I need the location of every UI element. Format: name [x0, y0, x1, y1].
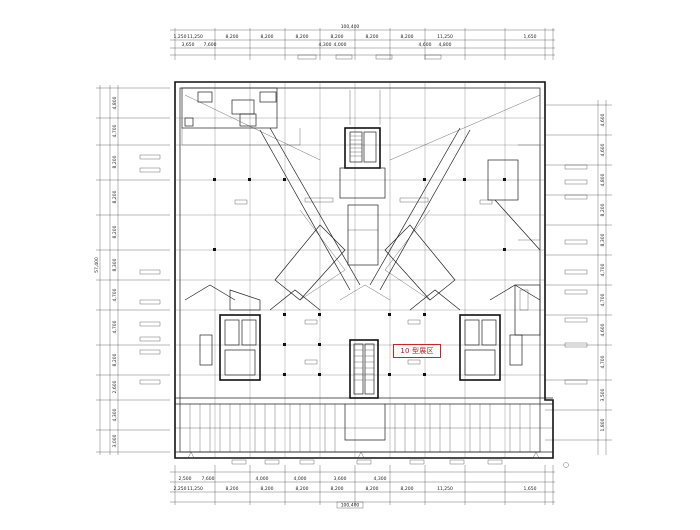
left-stair-block	[199, 289, 261, 381]
left-col-label: 8,200	[112, 225, 118, 238]
grid-markers	[187, 451, 569, 468]
left-col-label: 4,300	[112, 408, 118, 421]
left-col-label: 4,800	[112, 96, 118, 109]
bottom-dimension-row-1: 2,500 7,600 4,000 4,000 3,600 4,300	[179, 476, 387, 482]
left-col-label: 4,700	[112, 320, 118, 333]
right-col-label: 4,700	[600, 355, 606, 368]
bottom-row2-label: 8,200	[331, 486, 344, 492]
bottom-overall-dimension: 100,400	[341, 503, 360, 509]
right-col-label: 1,800	[600, 418, 606, 431]
right-col-label: 4,600	[600, 113, 606, 126]
central-core-top	[339, 127, 386, 266]
top-row1-label: 1,250	[174, 34, 187, 40]
right-col-label: 4,600	[600, 323, 606, 336]
left-col-label: 8,300	[112, 258, 118, 271]
left-col-label: 8,200	[112, 155, 118, 168]
bottom-row2-label: 8,200	[226, 486, 239, 492]
right-dimension-lines	[545, 100, 612, 455]
bottom-dimension-lines	[170, 465, 555, 505]
bottom-row2-label: 11,250	[187, 486, 203, 492]
top-row2-label: 3,650	[182, 42, 195, 48]
bottom-row1-label: 7,600	[202, 476, 215, 482]
structural-grid	[175, 82, 545, 458]
left-col-label: 4,700	[112, 124, 118, 137]
top-row1-label: 8,200	[331, 34, 344, 40]
top-row2-label: 7,600	[204, 42, 217, 48]
columns	[213, 178, 506, 376]
bottom-row1-label: 3,600	[334, 476, 347, 482]
top-row1-label: 8,200	[366, 34, 379, 40]
top-row2-label: 4,600	[419, 42, 432, 48]
left-col-label: 4,700	[112, 288, 118, 301]
top-row1-label: 11,250	[187, 34, 203, 40]
room-tags	[139, 54, 588, 465]
right-side-rooms	[487, 144, 541, 336]
bottom-shop-strip	[175, 404, 553, 452]
top-left-service-rooms	[181, 87, 301, 146]
left-dimension-lines	[96, 85, 170, 455]
top-row1-label: 1,650	[524, 34, 537, 40]
bottom-row2-label: 8,200	[261, 486, 274, 492]
top-row1-label: 8,200	[261, 34, 274, 40]
top-dimension-lines	[170, 28, 555, 60]
bottom-row2-label: 8,200	[401, 486, 414, 492]
right-col-label: 4,600	[600, 143, 606, 156]
top-row1-label: 8,200	[296, 34, 309, 40]
bottom-row2-label: 2,250	[174, 486, 187, 492]
right-col-label: 4,700	[600, 293, 606, 306]
right-col-label: 8,300	[600, 233, 606, 246]
top-row2-label: 4,300	[319, 42, 332, 48]
right-col-label: 8,200	[600, 203, 606, 216]
left-overall-dimension: 57,400	[94, 257, 100, 273]
highlighted-exhibition-area-label: 10 型展区	[393, 344, 441, 358]
right-stair-block	[459, 314, 523, 381]
bottom-row1-label: 2,500	[179, 476, 192, 482]
top-row1-label: 8,200	[401, 34, 414, 40]
bottom-row1-label: 4,300	[374, 476, 387, 482]
right-col-label: 4,700	[600, 263, 606, 276]
top-row1-label: 11,250	[437, 34, 453, 40]
bottom-row2-label: 8,200	[296, 486, 309, 492]
right-col-label: 3,500	[600, 388, 606, 401]
bottom-row1-label: 4,000	[294, 476, 307, 482]
top-overall-dimension: 100,400	[341, 24, 360, 30]
top-row2-label: 4,800	[439, 42, 452, 48]
central-escalators	[349, 339, 379, 399]
arcade-gables	[184, 284, 541, 311]
right-col-label: 4,800	[600, 173, 606, 186]
bottom-row2-label: 8,200	[366, 486, 379, 492]
top-row2-label: 4,000	[334, 42, 347, 48]
bottom-row1-label: 4,000	[256, 476, 269, 482]
diagonal-corridors	[184, 90, 541, 301]
left-dimension-column: 4,800 4,700 8,200 8,200 8,200 8,300 4,700 4,700…	[112, 96, 118, 447]
bottom-row2-label: 11,250	[437, 486, 453, 492]
left-col-label: 8,200	[112, 353, 118, 366]
right-dimension-column: 4,600 4,600 4,800 8,200 8,300 4,700 4,700 4,600…	[600, 113, 606, 431]
left-col-label: 8,200	[112, 190, 118, 203]
bottom-row2-label: 1,650	[524, 486, 537, 492]
left-col-label: 3,000	[112, 434, 118, 447]
top-row1-label: 8,200	[226, 34, 239, 40]
left-col-label: 2,600	[112, 380, 118, 393]
